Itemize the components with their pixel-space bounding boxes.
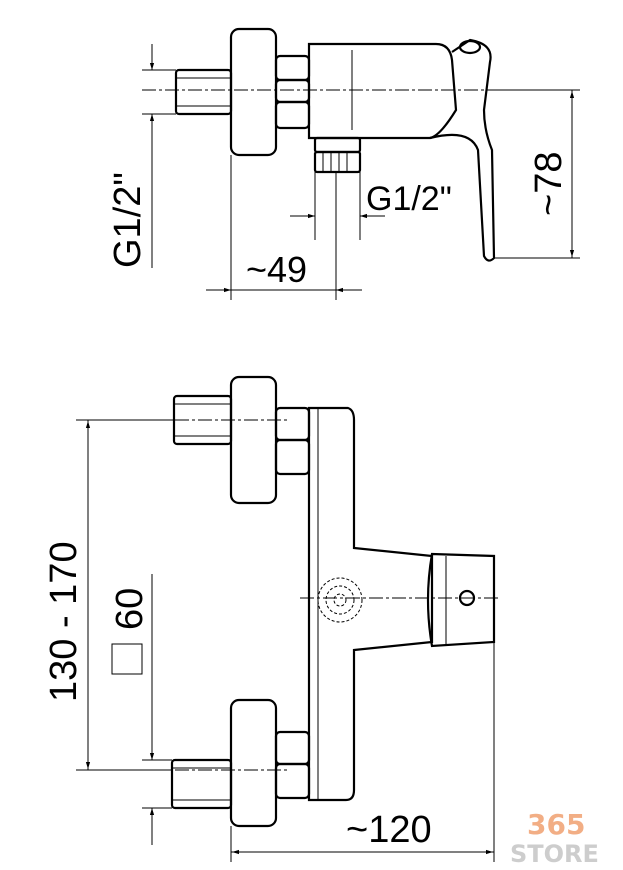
inlet-pipe <box>174 68 233 116</box>
square-size-label: 60 <box>109 588 151 630</box>
front-view-dimensions <box>76 419 495 862</box>
width-label: ~120 <box>346 809 432 851</box>
thread-outlet-label: G1/2" <box>366 180 452 218</box>
upper-escutcheon <box>229 375 278 505</box>
side-view-labels: G1/2" G1/2" ~49 ~78 <box>107 152 570 290</box>
lower-inlet-pipe <box>170 758 233 810</box>
outlet-connector <box>313 136 362 154</box>
lever-block <box>426 552 496 648</box>
outlet-hidden <box>317 577 363 623</box>
lever-handle <box>429 38 496 262</box>
mixer-body <box>307 406 434 802</box>
store-watermark: 365 STORE <box>510 808 599 868</box>
side-view <box>142 27 575 262</box>
height-label: ~78 <box>528 152 570 216</box>
center-distance-label: 130 - 170 <box>43 541 85 702</box>
nut <box>274 54 311 82</box>
thread-left-label: G1/2" <box>107 172 149 268</box>
valve-body <box>307 42 458 140</box>
front-view-labels: 130 - 170 60 ~120 <box>43 541 432 851</box>
depth-label: ~49 <box>246 249 307 290</box>
front-view <box>152 375 500 828</box>
side-view-dimensions <box>142 44 580 300</box>
escutcheon <box>229 27 278 157</box>
square-symbol <box>111 643 143 675</box>
watermark-label: STORE <box>510 840 599 868</box>
lever-pivot <box>458 589 476 607</box>
lower-escutcheon <box>229 698 278 828</box>
watermark-number: 365 <box>527 808 585 841</box>
